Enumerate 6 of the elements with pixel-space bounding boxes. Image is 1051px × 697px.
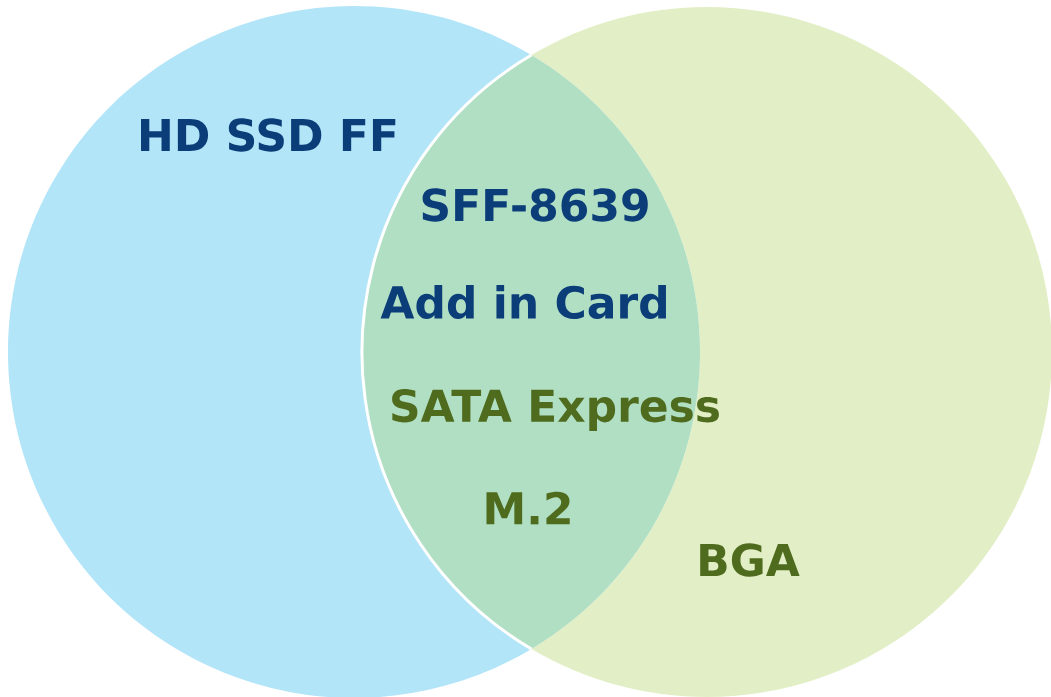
label: SFF-8639: [422, 188, 648, 222]
label: M.2: [486, 491, 570, 525]
label: Add in Card: [380, 285, 666, 320]
label: HD SSD FF: [141, 118, 396, 152]
label: SATA Express: [392, 389, 719, 431]
label: BGA: [700, 543, 800, 577]
